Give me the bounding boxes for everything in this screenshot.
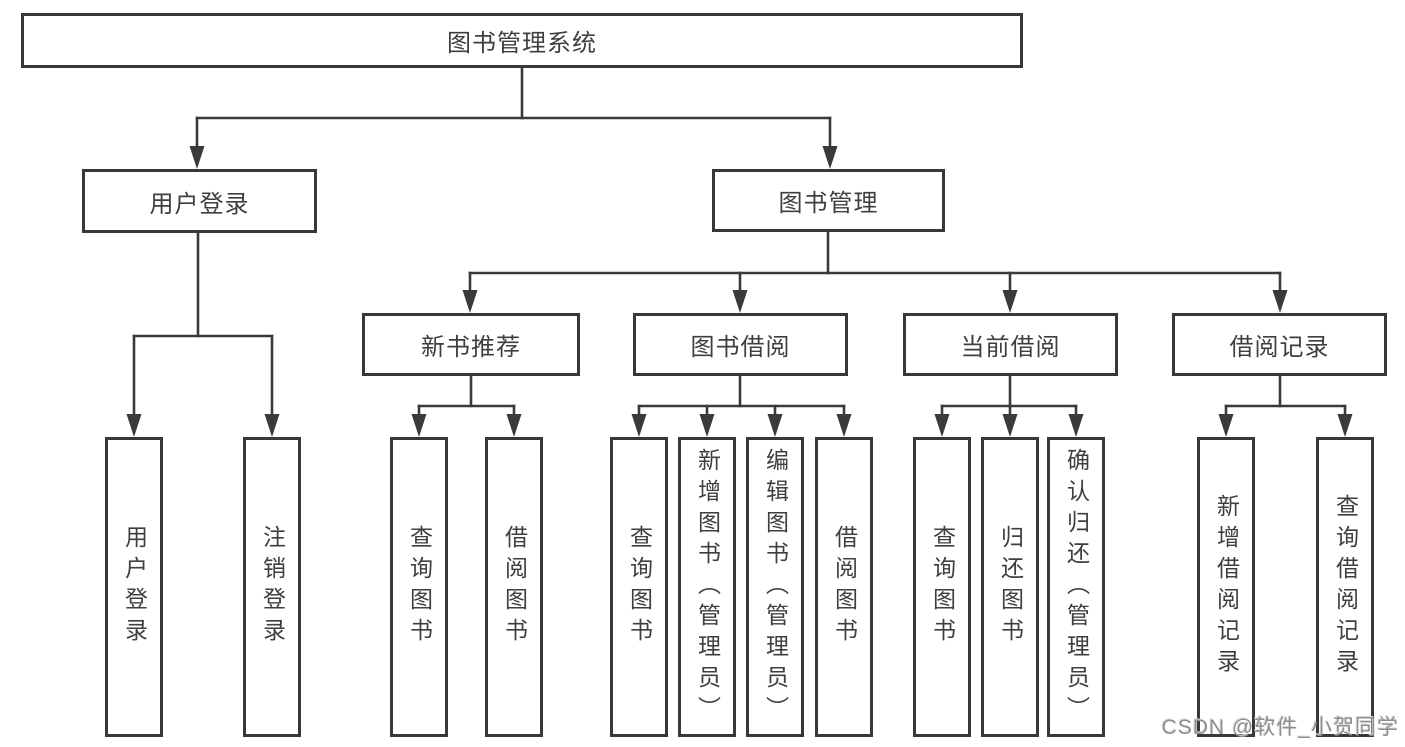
node-label: 用户登录 bbox=[149, 190, 250, 218]
node-label: 新书推荐 bbox=[421, 334, 521, 361]
node-label: 图书管理系统 bbox=[447, 30, 597, 57]
leaf-label: 注销登录 bbox=[259, 525, 286, 649]
leaf-add-books-admin: 新增图书（管理员） bbox=[678, 437, 736, 737]
node-label: 图书管理 bbox=[778, 190, 879, 217]
leaf-label: 查询图书 bbox=[929, 525, 956, 649]
arrowheads bbox=[126, 146, 1353, 437]
node-book-management: 图书管理 bbox=[712, 169, 945, 232]
leaf-query-books-3: 查询图书 bbox=[913, 437, 971, 737]
leaf-label: 编辑图书（管理员） bbox=[762, 447, 789, 727]
leaf-label: 新增图书（管理员） bbox=[694, 447, 721, 727]
leaf-label: 新增借阅记录 bbox=[1213, 494, 1240, 680]
node-book-borrow: 图书借阅 bbox=[633, 313, 848, 376]
leaf-query-books-1: 查询图书 bbox=[390, 437, 448, 737]
node-current-borrow: 当前借阅 bbox=[903, 313, 1118, 376]
leaf-label: 借阅图书 bbox=[831, 525, 858, 649]
node-label: 图书借阅 bbox=[690, 334, 791, 361]
node-new-book-recommend: 新书推荐 bbox=[362, 313, 580, 376]
node-label: 当前借阅 bbox=[960, 334, 1061, 361]
leaf-label: 借阅图书 bbox=[501, 525, 528, 649]
leaf-label: 归还图书 bbox=[997, 525, 1024, 649]
leaf-label: 查询图书 bbox=[406, 525, 433, 649]
leaf-label: 确认归还（管理员） bbox=[1063, 447, 1090, 727]
leaf-borrow-books-2: 借阅图书 bbox=[815, 437, 873, 737]
node-user-login: 用户登录 bbox=[82, 169, 317, 233]
leaf-logout: 注销登录 bbox=[243, 437, 301, 737]
leaf-add-borrow-record: 新增借阅记录 bbox=[1197, 437, 1255, 737]
leaf-query-books-2: 查询图书 bbox=[610, 437, 668, 737]
node-label: 借阅记录 bbox=[1229, 334, 1330, 361]
leaf-borrow-books-1: 借阅图书 bbox=[485, 437, 543, 737]
leaf-confirm-return-admin: 确认归还（管理员） bbox=[1047, 437, 1105, 737]
node-borrow-records: 借阅记录 bbox=[1172, 313, 1387, 376]
leaf-query-borrow-record: 查询借阅记录 bbox=[1316, 437, 1374, 737]
leaf-user-login: 用户登录 bbox=[105, 437, 163, 737]
leaf-edit-books-admin: 编辑图书（管理员） bbox=[746, 437, 804, 737]
leaf-label: 查询借阅记录 bbox=[1332, 494, 1359, 680]
csdn-watermark: CSDN @软件_小贺同学 bbox=[1161, 716, 1399, 739]
leaf-label: 用户登录 bbox=[121, 525, 148, 649]
leaf-return-books: 归还图书 bbox=[981, 437, 1039, 737]
node-library-management-system: 图书管理系统 bbox=[21, 13, 1023, 68]
leaf-label: 查询图书 bbox=[626, 525, 653, 649]
